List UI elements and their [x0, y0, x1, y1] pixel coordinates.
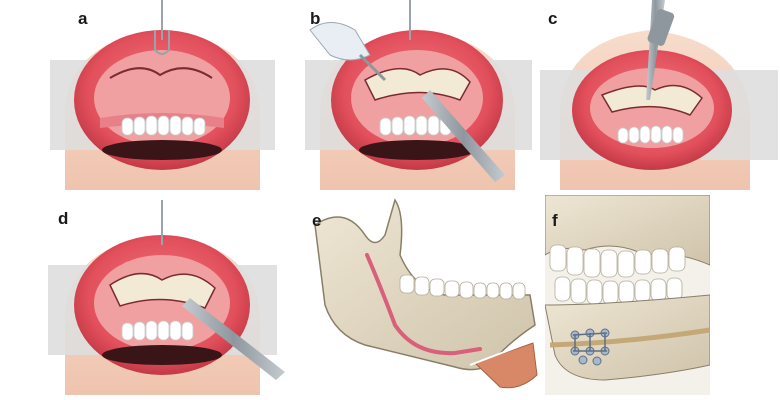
panel-label-a: a	[78, 9, 88, 28]
panel-d-illustration	[48, 200, 285, 395]
panel-c-oral-view	[540, 0, 780, 190]
scalpel	[358, 53, 387, 82]
panel-label-c: c	[548, 9, 558, 28]
inferior-alveolar-nerve	[365, 253, 482, 356]
incision-line	[109, 67, 213, 79]
oral-cavity	[359, 140, 475, 160]
oral-cavity	[102, 345, 222, 365]
fixation-plate	[572, 332, 608, 352]
panel-b-illustration	[305, 0, 532, 190]
osteotomy-gap	[469, 340, 534, 366]
lower-teeth	[121, 115, 206, 136]
panel-label-f: f	[552, 211, 558, 230]
mandible-bone	[545, 294, 710, 381]
exposed-bone	[600, 84, 703, 116]
panel-d-oral-view	[40, 200, 290, 395]
drill-handpiece	[647, 9, 675, 46]
gloved-hand	[309, 22, 371, 61]
panel-c-illustration	[540, 0, 778, 190]
exposed-bone	[364, 67, 471, 101]
lower-teeth	[617, 125, 684, 144]
panel-label-b: b	[310, 9, 321, 28]
panel-b-oral-view	[300, 0, 540, 190]
panel-f-skull-fixation	[545, 195, 710, 395]
panel-e-illustration	[314, 198, 538, 389]
panel-a-oral-view	[40, 0, 285, 190]
panel-f-illustration	[545, 195, 710, 395]
osteotomy-line	[549, 327, 710, 348]
retractor-instrument	[422, 90, 505, 182]
mandible-teeth	[399, 274, 526, 300]
panel-e-mandible-lateral	[305, 195, 545, 395]
retractor-hook	[154, 30, 170, 55]
lower-teeth	[554, 276, 683, 305]
upper-teeth	[549, 244, 686, 278]
lower-teeth	[121, 320, 194, 341]
oral-cavity	[102, 140, 222, 160]
retractor-instrument	[182, 298, 285, 380]
panel-a-illustration	[50, 0, 275, 190]
chin-segment	[474, 342, 538, 389]
panel-label-e: e	[312, 211, 322, 230]
panel-label-d: d	[58, 209, 69, 228]
